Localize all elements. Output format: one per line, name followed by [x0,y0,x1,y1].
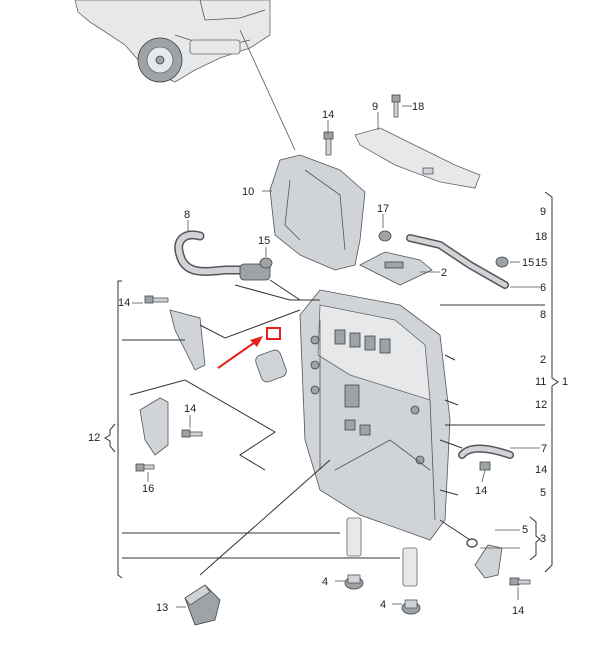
sensor-part-3 [466,538,531,586]
highlight-box [266,327,281,340]
red-arrow [217,336,263,369]
car-illustration [74,0,271,83]
bracket-part-14-left [144,295,206,371]
hose-part-8 [174,230,271,281]
label-5: 5 [522,524,528,536]
stud-part-4-left [344,517,364,590]
label-15-right: 15 [522,257,534,269]
label-3: 3 [540,533,546,545]
label-12: 12 [88,432,100,444]
label-14-bottom: 14 [512,605,524,617]
label-14-left: 14 [118,297,130,309]
leader-lines [104,105,559,608]
callout-labels: 14 9 18 10 17 8 15 2 15 6 14 14 12 16 13… [88,101,568,617]
stud-part-4-right [401,547,421,615]
nut-part-15-right [495,256,509,268]
label-16: 16 [142,483,154,495]
right-label-15: 15 [535,257,547,269]
label-9: 9 [372,101,378,113]
right-label-9: 9 [540,206,546,218]
cover-part-13 [184,584,221,626]
right-label-12: 12 [535,399,547,411]
right-label-14: 14 [535,464,547,476]
cover-part-10 [269,154,366,271]
label-10: 10 [242,186,254,198]
bracket-part-12 [135,397,203,472]
label-18: 18 [412,101,424,113]
label-14-right: 14 [475,485,487,497]
right-label-18: 18 [535,231,547,243]
label-14-top: 14 [322,109,334,121]
right-label-2: 2 [540,354,546,366]
right-label-11: 11 [535,376,546,388]
car-leader-line [239,29,296,151]
right-label-5: 5 [540,487,546,499]
control-unit-illustration [299,289,451,541]
bolt-part-18 [391,94,401,118]
label-4-right: 4 [380,599,386,611]
hose-part-7 [458,444,514,471]
nut-part-15-left [259,257,273,269]
bracket-part-9 [354,127,481,189]
nut-part-17 [378,230,392,242]
label-14-mid: 14 [184,403,196,415]
label-15-left: 15 [258,235,270,247]
right-label-8: 8 [540,309,546,321]
hose-part-6 [406,234,509,289]
bolt-part-14-top [323,131,334,156]
plug-part [255,349,287,383]
label-4-left: 4 [322,576,328,588]
label-6: 6 [540,282,546,294]
label-7: 7 [541,443,547,455]
plate-part-2 [359,251,433,286]
right-label-1: 1 [562,376,568,388]
label-8: 8 [184,209,190,221]
label-2: 2 [441,267,447,279]
label-17: 17 [377,203,389,215]
label-13: 13 [156,602,168,614]
